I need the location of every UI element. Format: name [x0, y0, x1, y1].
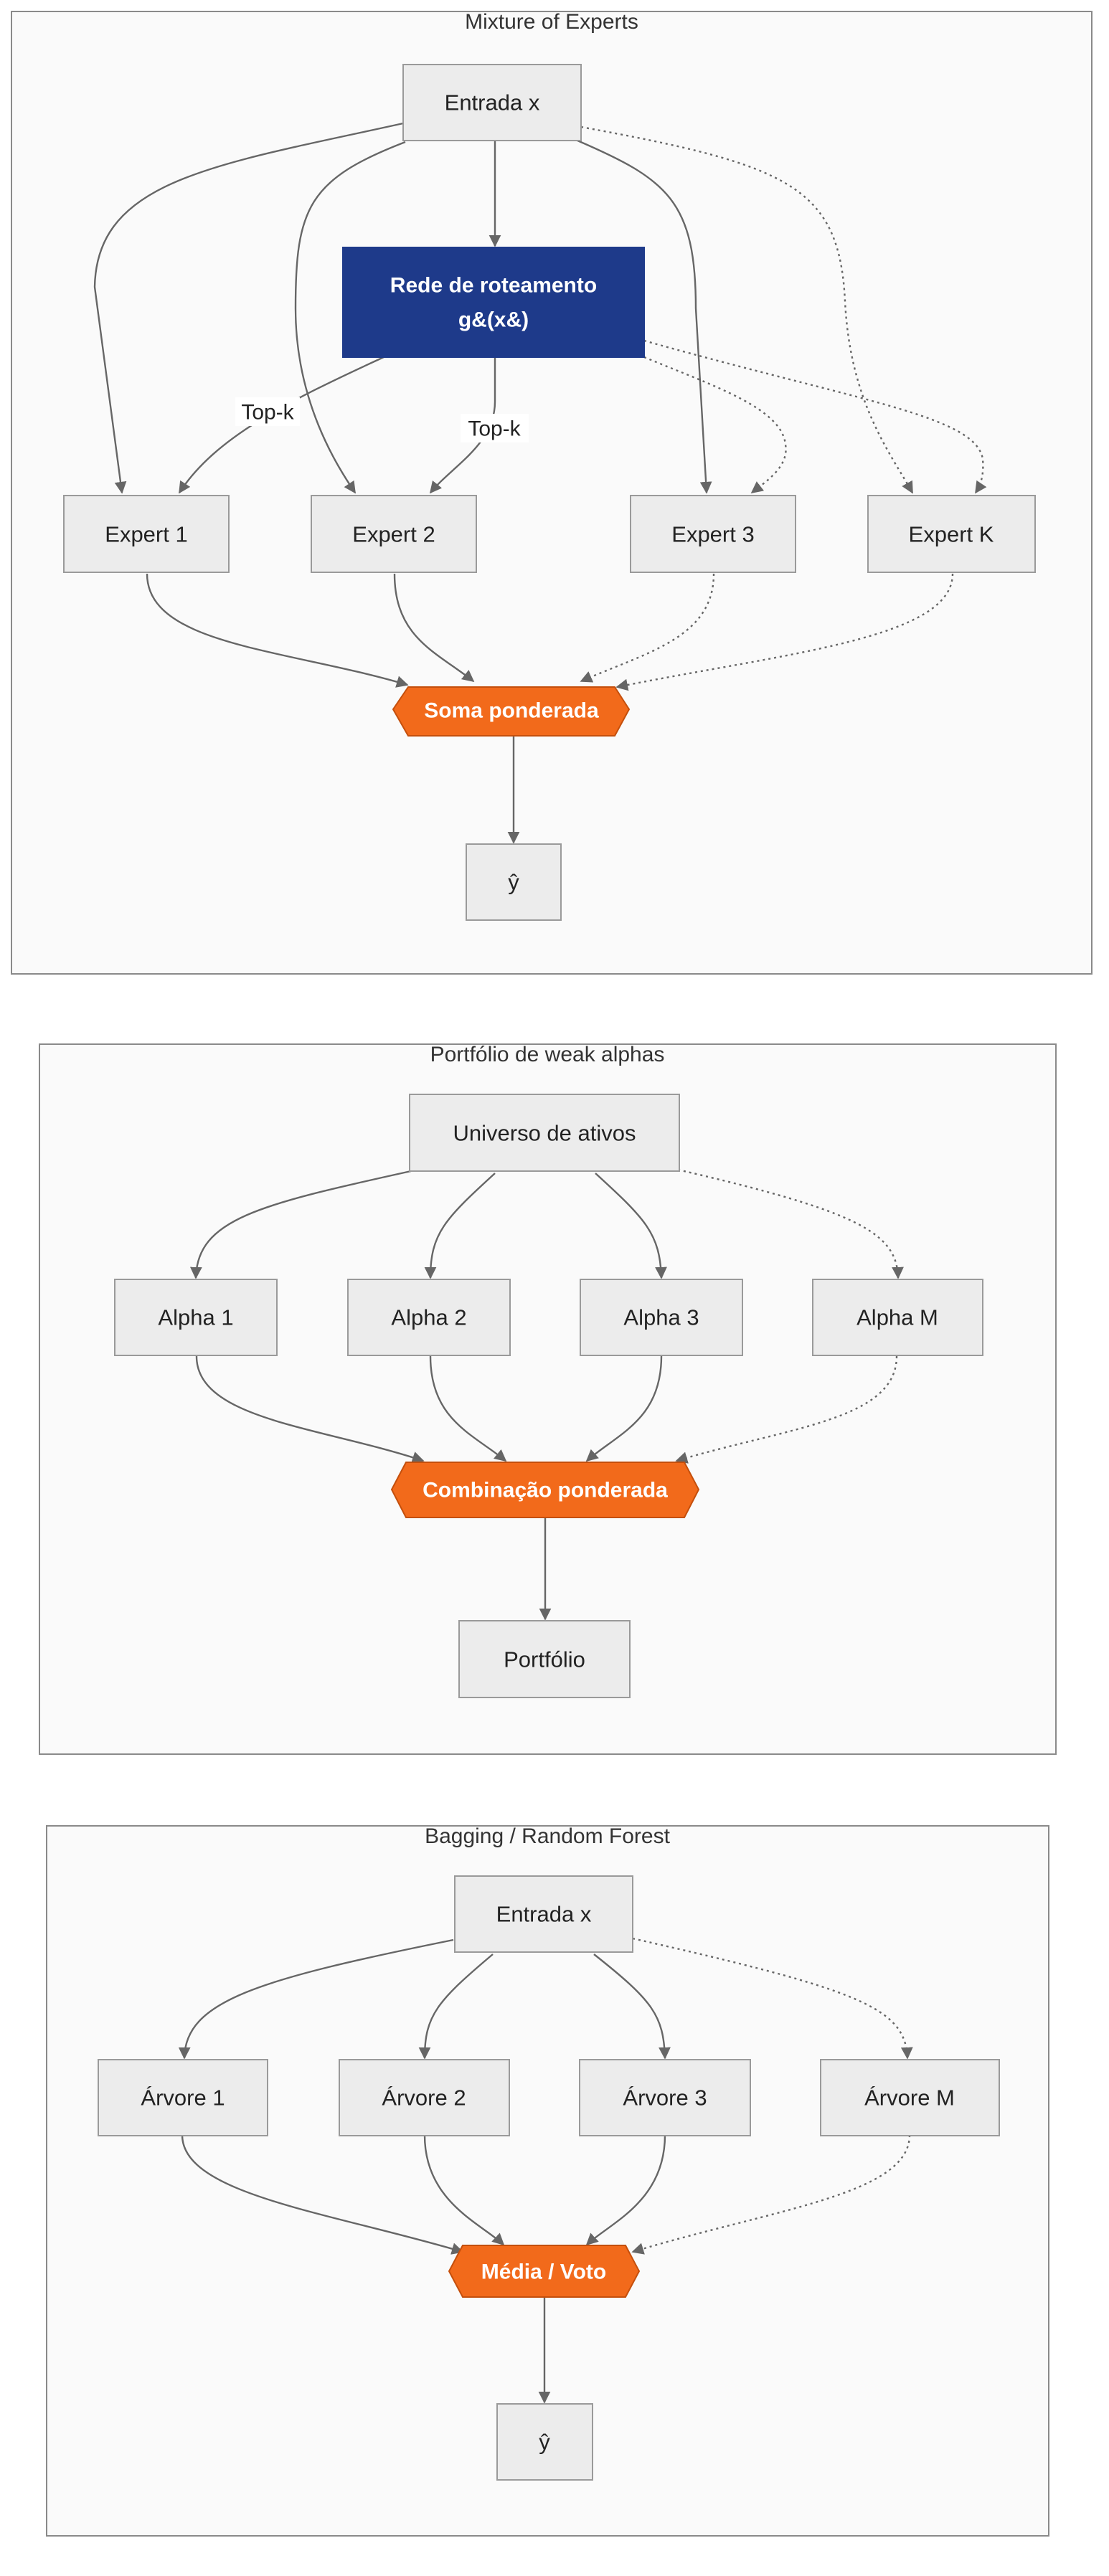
cluster-frame	[11, 11, 1093, 975]
edge-input-to-alpha-m	[677, 1168, 904, 1279]
node-alpha-2[interactable]: Alpha 2	[347, 1279, 511, 1356]
cluster-title: Mixture of Experts	[465, 10, 638, 34]
edge-expert-3-to-combiner	[580, 573, 715, 683]
node-alpha-3[interactable]: Alpha 3	[580, 1279, 743, 1356]
edge-alpha-1-to-combiner	[195, 1355, 425, 1464]
svg-text:Média / Voto: Média / Voto	[481, 2260, 606, 2284]
edge-router-to-expert-k	[643, 339, 987, 494]
edge-tree-3-to-combiner	[585, 2134, 666, 2246]
svg-text:Expert K: Expert K	[909, 522, 994, 547]
node-combiner[interactable]: Média / Voto	[448, 2245, 641, 2298]
edge-input-to-tree-3	[593, 1954, 671, 2060]
edge-input-to-alpha-3	[595, 1173, 667, 1279]
node-alpha-1[interactable]: Alpha 1	[114, 1279, 278, 1356]
edges	[178, 1937, 913, 2404]
edge-expert-1-to-combiner	[146, 573, 409, 688]
cluster-title: Portfólio de weak alphas	[430, 1043, 665, 1066]
edge-input-to-expert-2	[294, 141, 406, 494]
svg-text:ŷ: ŷ	[508, 870, 519, 895]
svg-text:Soma ponderada: Soma ponderada	[424, 699, 599, 723]
svg-text:Alpha M: Alpha M	[856, 1305, 938, 1330]
svg-text:Alpha 2: Alpha 2	[391, 1305, 466, 1330]
svg-text:Árvore 3: Árvore 3	[623, 2085, 707, 2111]
node-output[interactable]: Portfólio	[458, 1620, 631, 1698]
edge-alpha-3-to-combiner	[585, 1355, 663, 1462]
svg-text:Árvore 2: Árvore 2	[382, 2085, 466, 2111]
edge-router-to-expert-2	[429, 357, 496, 494]
svg-text:Universo de ativos: Universo de ativos	[453, 1121, 636, 1146]
svg-text:Portfólio: Portfólio	[504, 1647, 585, 1672]
edge-tree-m-to-combiner	[631, 2134, 911, 2255]
svg-text:Entrada x: Entrada x	[496, 1902, 592, 1927]
node-expert-3[interactable]: Expert 3	[630, 495, 796, 573]
svg-text:Expert 3: Expert 3	[671, 522, 754, 547]
svg-text:Árvore M: Árvore M	[864, 2085, 955, 2111]
edge-alpha-2-to-combiner	[429, 1355, 507, 1462]
node-input[interactable]: Universo de ativos	[409, 1094, 680, 1172]
node-expert-k[interactable]: Expert K	[867, 495, 1036, 573]
node-input[interactable]: Entrada x	[454, 1875, 633, 1953]
svg-text:Combinação ponderada: Combinação ponderada	[423, 1479, 668, 1502]
node-output[interactable]: ŷ	[466, 843, 562, 921]
edge-input-to-tree-2	[418, 1954, 494, 2060]
svg-text:Rede de roteamento: Rede de roteamento	[390, 274, 597, 298]
edge-input-to-expert-1	[93, 122, 404, 494]
cluster-mixture-of-experts: Mixture of Experts Top-k Top-k	[11, 10, 1093, 975]
edges	[189, 1168, 904, 1621]
svg-text:Alpha 3: Alpha 3	[623, 1305, 699, 1330]
svg-text:g&(x&): g&(x&)	[458, 308, 529, 332]
edge-label-top-k-2: Top-k	[461, 414, 529, 442]
svg-text:Alpha 1: Alpha 1	[158, 1305, 233, 1330]
cluster-title: Bagging / Random Forest	[425, 1824, 671, 1848]
node-expert-1[interactable]: Expert 1	[63, 495, 230, 573]
edge-label-top-k-1: Top-k	[235, 397, 300, 426]
node-combiner[interactable]: Combinação ponderada	[390, 1462, 700, 1518]
node-input[interactable]: Entrada x	[402, 64, 582, 141]
node-alpha-m[interactable]: Alpha M	[812, 1279, 983, 1356]
node-tree-2[interactable]: Árvore 2	[339, 2059, 510, 2136]
node-output[interactable]: ŷ	[496, 2403, 593, 2481]
svg-text:ŷ: ŷ	[539, 2430, 550, 2455]
edge-input-to-alpha-2	[424, 1173, 496, 1279]
node-tree-3[interactable]: Árvore 3	[579, 2059, 751, 2136]
edge-tree-1-to-combiner	[181, 2134, 464, 2255]
node-combiner[interactable]: Soma ponderada	[392, 686, 631, 737]
svg-text:Top-k: Top-k	[468, 417, 521, 441]
node-router[interactable]: Rede de roteamento g&(x&)	[342, 247, 645, 358]
svg-text:Entrada x: Entrada x	[445, 90, 540, 115]
node-expert-2[interactable]: Expert 2	[311, 495, 477, 573]
cluster-bagging: Bagging / Random Forest Entrada x Árvore…	[46, 1824, 1049, 2537]
edge-tree-2-to-combiner	[423, 2134, 505, 2246]
node-tree-m[interactable]: Árvore M	[820, 2059, 1000, 2136]
edge-input-to-expert-3	[577, 139, 712, 494]
node-tree-1[interactable]: Árvore 1	[98, 2059, 268, 2136]
edge-input-to-tree-1	[178, 1938, 454, 2060]
cluster-weak-alphas: Portfólio de weak alphas Universo de ati…	[39, 1043, 1057, 1755]
edge-expert-2-to-combiner	[393, 573, 475, 683]
svg-text:Expert 1: Expert 1	[105, 522, 187, 547]
edge-input-to-tree-m	[632, 1937, 913, 2060]
edge-input-to-alpha-1	[189, 1170, 412, 1279]
edge-alpha-m-to-combiner	[675, 1355, 898, 1464]
edge-router-to-expert-3	[643, 356, 787, 494]
svg-text:Árvore 1: Árvore 1	[141, 2085, 225, 2111]
svg-text:Top-k: Top-k	[241, 401, 294, 425]
svg-text:Expert 2: Expert 2	[352, 522, 435, 547]
